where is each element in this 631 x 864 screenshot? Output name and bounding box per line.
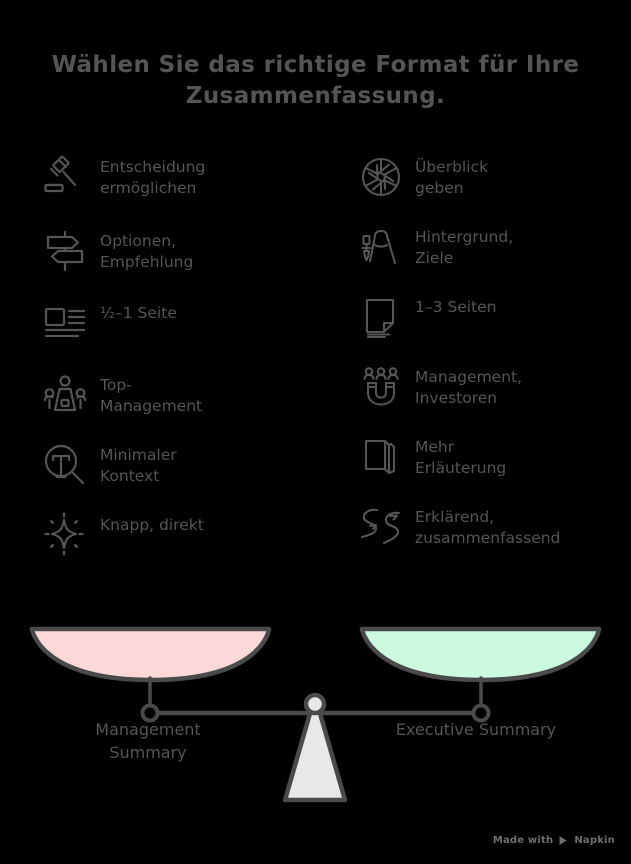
scale-pan-right	[359, 626, 602, 683]
list-item-label: Management, Investoren	[415, 368, 523, 407]
list-item-label: ½–1 Seite	[100, 304, 177, 322]
signpost-icon	[38, 224, 92, 278]
list-item: Optionen, Empfehlung	[38, 224, 318, 278]
napkin-watermark: Made with Napkin	[493, 835, 615, 846]
list-item: 1–3 Seiten	[355, 290, 631, 344]
list-item: ½–1 Seite	[38, 296, 318, 350]
list-item-label: Hintergrund, Ziele	[415, 228, 514, 267]
scale-pivot-left	[140, 703, 160, 723]
scale-fulcrum	[282, 692, 348, 803]
column-management-summary: Entscheidung ermöglichen Optionen, Empfe…	[38, 150, 318, 579]
list-item: Hintergrund, Ziele	[355, 220, 631, 274]
list-item: Entscheidung ermöglichen	[38, 150, 318, 204]
presentation-people-icon	[38, 368, 92, 422]
list-item-label: Knapp, direkt	[100, 516, 204, 534]
list-item: Minimaler Kontext	[38, 438, 318, 492]
magnifier-text-icon	[38, 438, 92, 492]
magnet-people-icon	[355, 360, 407, 414]
scale-label-right: Executive Summary	[395, 720, 557, 739]
page-title: Wählen Sie das richtige Format für Ihre …	[51, 52, 580, 109]
column-executive-summary: Überblick geben Hintergrund, Ziele	[355, 150, 631, 570]
sparkle-icon	[38, 508, 92, 562]
scale-label-left: Management Summary	[95, 720, 201, 762]
winding-road-icon	[355, 500, 407, 554]
balance-scale-diagram	[0, 608, 631, 818]
document-text-icon	[38, 296, 92, 350]
pages-icon	[355, 290, 407, 344]
list-item-label: Minimaler Kontext	[100, 446, 177, 485]
scale-pan-left	[29, 626, 272, 683]
list-item: Knapp, direkt	[38, 508, 318, 562]
book-icon	[355, 430, 407, 484]
list-item-label: Top- Management	[100, 376, 203, 415]
aperture-icon	[355, 150, 407, 204]
watermark-brand: Napkin	[574, 835, 615, 846]
list-item-label: 1–3 Seiten	[415, 298, 497, 316]
gavel-icon	[38, 150, 92, 204]
scale-pivot-right	[471, 703, 491, 723]
list-item-label: Entscheidung ermöglichen	[100, 158, 206, 197]
napkin-logo-icon	[558, 835, 569, 846]
list-item-label: Überblick geben	[415, 158, 489, 197]
list-item: Mehr Erläuterung	[355, 430, 631, 484]
list-item: Überblick geben	[355, 150, 631, 204]
list-item: Management, Investoren	[355, 360, 631, 414]
list-item: Erklärend, zusammenfassend	[355, 500, 631, 554]
list-item-label: Erklärend, zusammenfassend	[415, 508, 561, 547]
watermark-prefix: Made with	[492, 835, 554, 846]
compass-divider-icon	[355, 220, 407, 274]
list-item: Top- Management	[38, 368, 318, 422]
list-item-label: Optionen, Empfehlung	[100, 232, 194, 271]
list-item-label: Mehr Erläuterung	[415, 438, 507, 477]
